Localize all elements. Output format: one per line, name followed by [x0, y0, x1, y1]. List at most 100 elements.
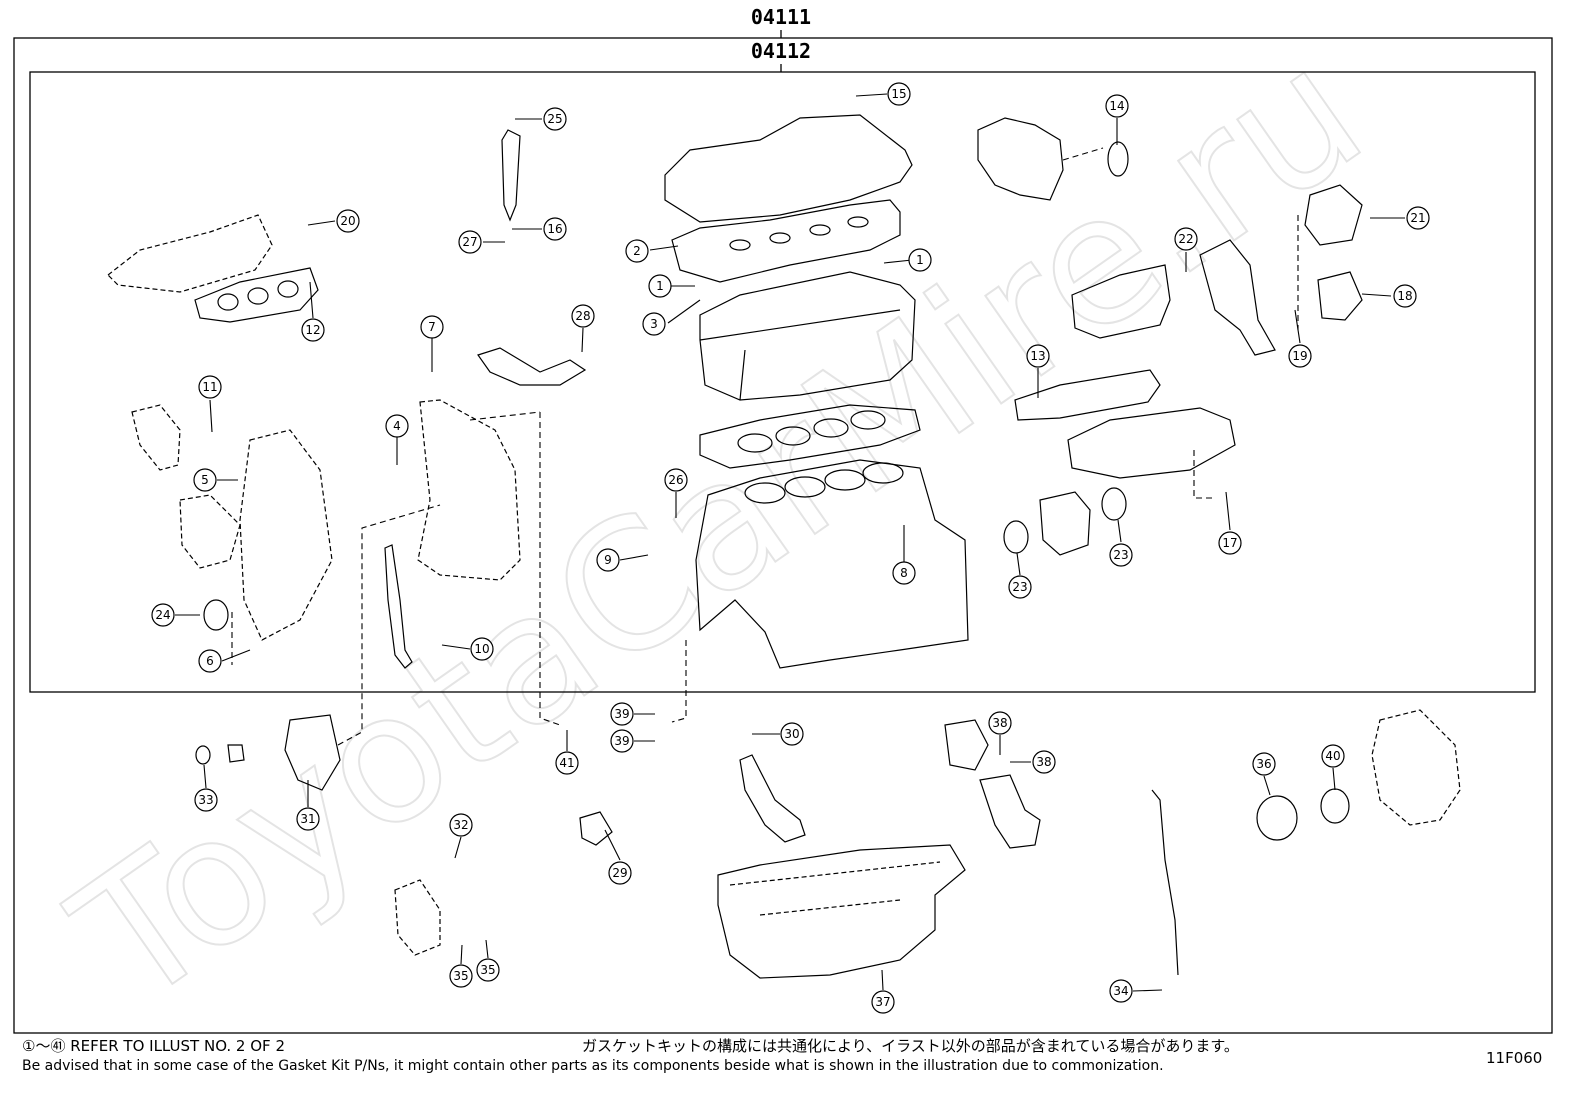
- callout-circle: [1109, 979, 1133, 1003]
- callout-circle: [988, 711, 1012, 735]
- callout-number: 22: [1178, 232, 1193, 246]
- callout-number: 18: [1397, 289, 1412, 303]
- oil-filter: [979, 774, 1041, 849]
- callout-circle: [198, 375, 222, 399]
- oil-strainer: [739, 754, 806, 843]
- callout-2: 2: [625, 239, 649, 263]
- callout-circle: [543, 107, 567, 131]
- callout-number: 27: [462, 235, 477, 249]
- callout-number: 33: [198, 793, 213, 807]
- callout-number: 26: [668, 473, 683, 487]
- callout-number: 11: [202, 380, 217, 394]
- exhaust-manifold: [107, 214, 273, 293]
- callout-7: 7: [420, 315, 444, 339]
- water-outlet: [1304, 184, 1363, 246]
- callout-40: 40: [1321, 744, 1345, 768]
- callout-circle: [301, 318, 325, 342]
- callout-number: 1: [916, 253, 924, 267]
- callout-number: 24: [155, 608, 170, 622]
- callout-14: 14: [1105, 94, 1129, 118]
- callout-18: 18: [1393, 284, 1417, 308]
- callout-circle: [1032, 750, 1056, 774]
- callout-number: 28: [575, 309, 590, 323]
- callout-number: 35: [453, 969, 468, 983]
- callout-24: 24: [151, 603, 175, 627]
- callout-circle: [1174, 227, 1198, 251]
- exhaust-manifold-gasket: [194, 267, 319, 323]
- callout-1: 1: [908, 248, 932, 272]
- intake-duct: [1071, 264, 1171, 339]
- callout-circle: [543, 217, 567, 241]
- callout-26: 26: [664, 468, 688, 492]
- callout-number: 5: [201, 473, 209, 487]
- kit-frames: [13, 30, 1553, 1034]
- egr-cooler: [1199, 239, 1276, 356]
- callout-circle: [449, 964, 473, 988]
- callout-16: 16: [543, 217, 567, 241]
- oil-cooler: [284, 714, 341, 791]
- callout-41: 41: [555, 751, 579, 775]
- callout-number: 38: [1036, 755, 1051, 769]
- callout-22: 22: [1174, 227, 1198, 251]
- callout-circle: [596, 548, 620, 572]
- thermostat: [227, 744, 245, 763]
- callout-1: 1: [648, 274, 672, 298]
- water-bypass-pipe: [477, 347, 587, 386]
- callout-30: 30: [780, 722, 804, 746]
- callout-number: 30: [784, 727, 799, 741]
- callout-number: 3: [650, 317, 658, 331]
- callout-circle: [1393, 284, 1417, 308]
- callout-29: 29: [608, 861, 632, 885]
- callout-number: 41: [559, 756, 574, 770]
- callout-circle: [296, 807, 320, 831]
- callout-28: 28: [571, 304, 595, 328]
- callout-number: 35: [480, 963, 495, 977]
- callout-circle: [610, 702, 634, 726]
- callout-5: 5: [193, 468, 217, 492]
- head-cover-gasket: [671, 199, 901, 283]
- callout-number: 7: [428, 320, 436, 334]
- cylinder-head: [699, 271, 916, 401]
- callout-circle: [555, 751, 579, 775]
- callout-number: 23: [1113, 548, 1128, 562]
- callout-circle: [1406, 206, 1430, 230]
- callout-27: 27: [458, 230, 482, 254]
- callout-36: 36: [1252, 752, 1276, 776]
- intake-manifold-gasket: [1014, 369, 1161, 421]
- callout-32: 32: [449, 813, 473, 837]
- callout-23: 23: [1008, 575, 1032, 599]
- intake-manifold: [1067, 407, 1236, 479]
- head-cover: [664, 114, 913, 223]
- english-note: Be advised that in some case of the Gask…: [22, 1058, 1164, 1074]
- callout-circle: [871, 990, 895, 1014]
- illustration-code: 11F060: [1486, 1049, 1543, 1067]
- callout-circle: [1252, 752, 1276, 776]
- callout-number: 36: [1256, 757, 1271, 771]
- callout-number: 13: [1030, 349, 1045, 363]
- callout-11: 11: [198, 375, 222, 399]
- callout-13: 13: [1026, 344, 1050, 368]
- rear-oil-seal-retainer: [1371, 709, 1461, 826]
- oil-pan: [717, 844, 966, 979]
- callout-17: 17: [1218, 531, 1242, 555]
- callout-circle: [194, 788, 218, 812]
- callout-number: 15: [891, 87, 906, 101]
- callout-number: 2: [633, 244, 641, 258]
- callout-circle: [892, 561, 916, 585]
- callout-number: 21: [1410, 211, 1425, 225]
- callout-circle: [336, 209, 360, 233]
- callout-number: 39: [614, 707, 629, 721]
- throttle-body: [1039, 491, 1091, 556]
- callout-25: 25: [543, 107, 567, 131]
- callout-number: 31: [300, 812, 315, 826]
- callout-number: 25: [547, 112, 562, 126]
- callout-3: 3: [642, 312, 666, 336]
- callout-number: 19: [1292, 349, 1307, 363]
- callout-circle: [1288, 344, 1312, 368]
- callout-4: 4: [385, 414, 409, 438]
- callout-37: 37: [871, 990, 895, 1014]
- callout-circle: [608, 861, 632, 885]
- kit-04111-frame: [13, 37, 1553, 1034]
- callout-circle: [1218, 531, 1242, 555]
